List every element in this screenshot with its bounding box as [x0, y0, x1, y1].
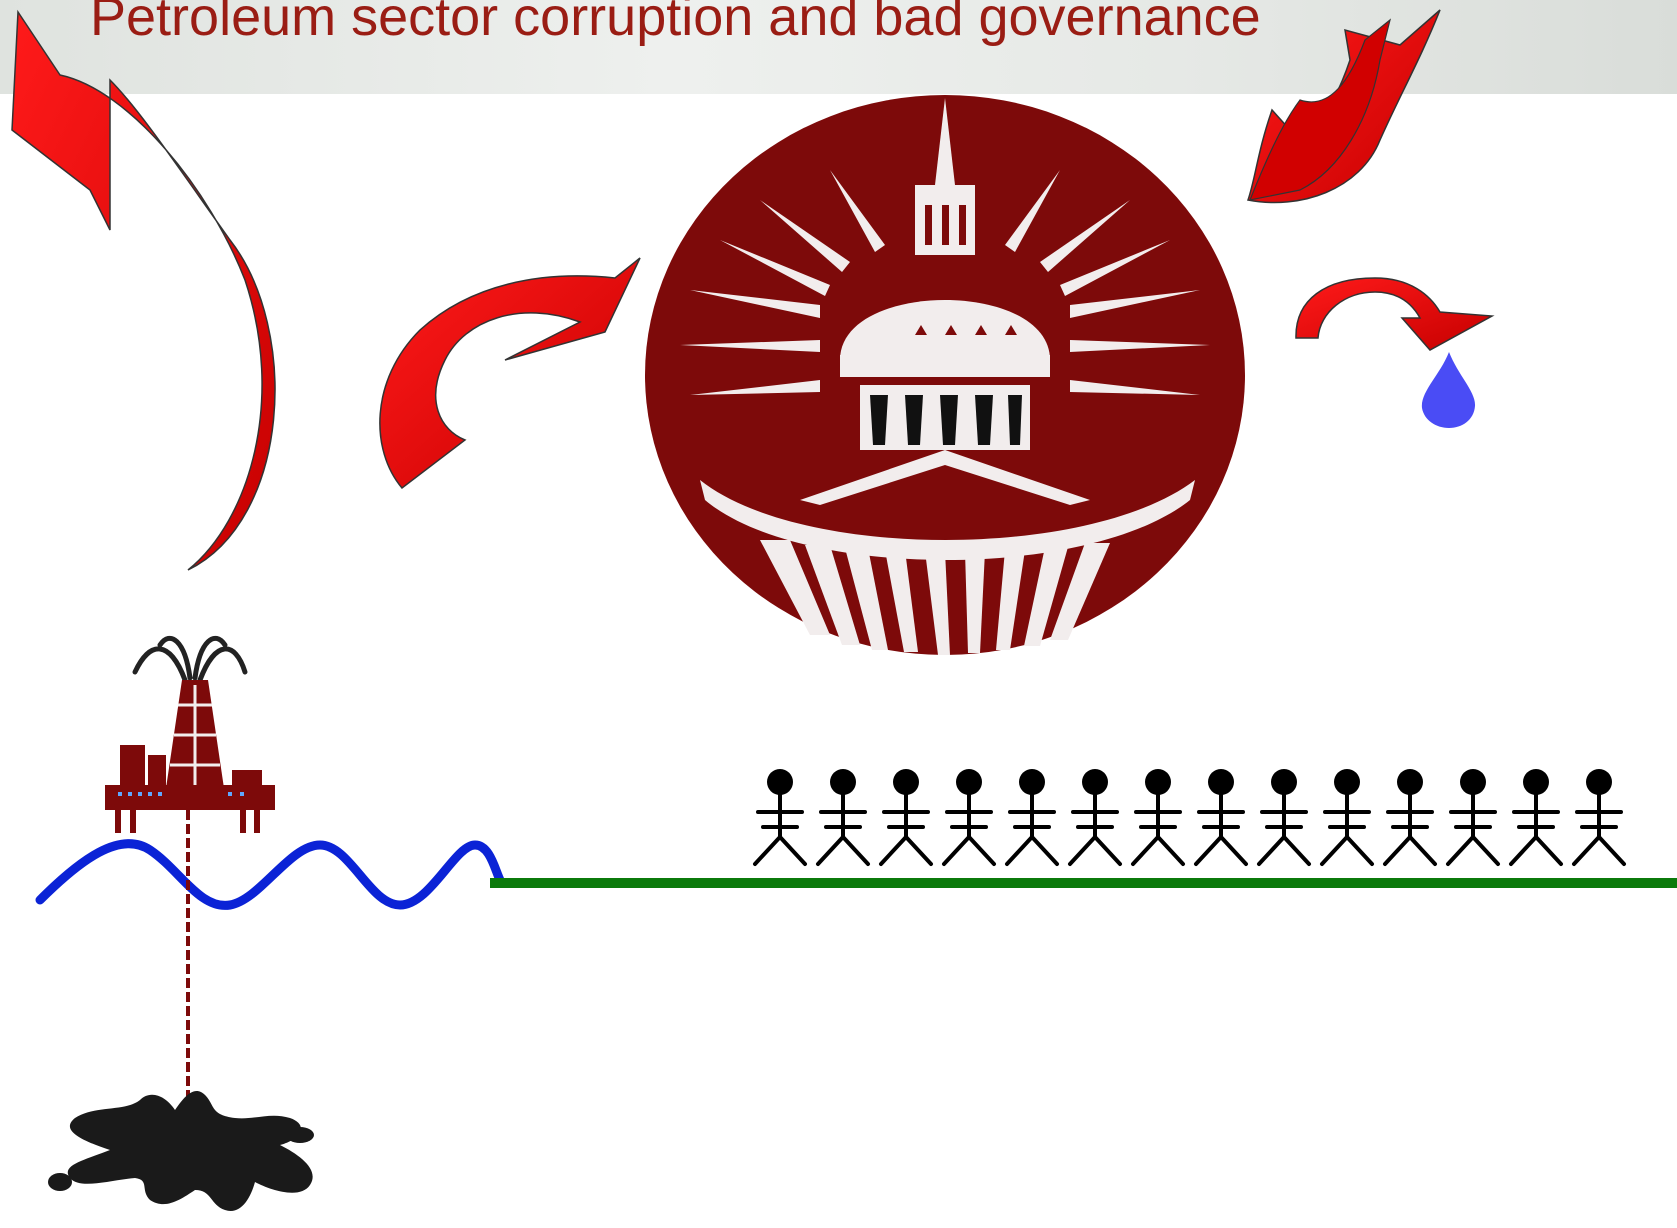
oil-spill-icon: [67, 1090, 313, 1211]
stick-figure-icon: [753, 769, 807, 866]
curved-arrow-icon: [379, 257, 641, 490]
stick-figure-icon: [879, 769, 933, 866]
ocean-wave: [35, 839, 505, 910]
stick-figure-icon: [1383, 769, 1437, 866]
slide-title: Petroleum sector corruption and bad gove…: [90, 0, 1261, 47]
oil-spill-icon: [48, 1173, 72, 1191]
capitol-dome-seal-icon: [645, 95, 1245, 655]
stick-figure-icon: [1257, 769, 1311, 866]
stick-figure-icon: [1194, 769, 1248, 866]
water-drop-icon: [1421, 352, 1476, 428]
stick-figure-icon: [1572, 769, 1626, 866]
curved-arrow-icon: [1295, 277, 1495, 351]
stick-figure-icon: [1068, 769, 1122, 866]
ground-line: [490, 878, 1677, 888]
stick-figure-icon: [1005, 769, 1059, 866]
oil-spill-icon: [286, 1127, 314, 1143]
oil-rig-icon: [105, 635, 275, 1100]
stick-figure-icon: [942, 769, 996, 866]
stick-figure-icon: [1320, 769, 1374, 866]
curved-arrow-icon: [11, 9, 276, 571]
stick-figure-icon: [1446, 769, 1500, 866]
stick-figure-icon: [1131, 769, 1185, 866]
stick-figure-icon: [816, 769, 870, 866]
curved-arrow-icon: [1249, 18, 1392, 201]
stick-figure-icon: [1509, 769, 1563, 866]
stick-figures-row: [753, 769, 1626, 866]
